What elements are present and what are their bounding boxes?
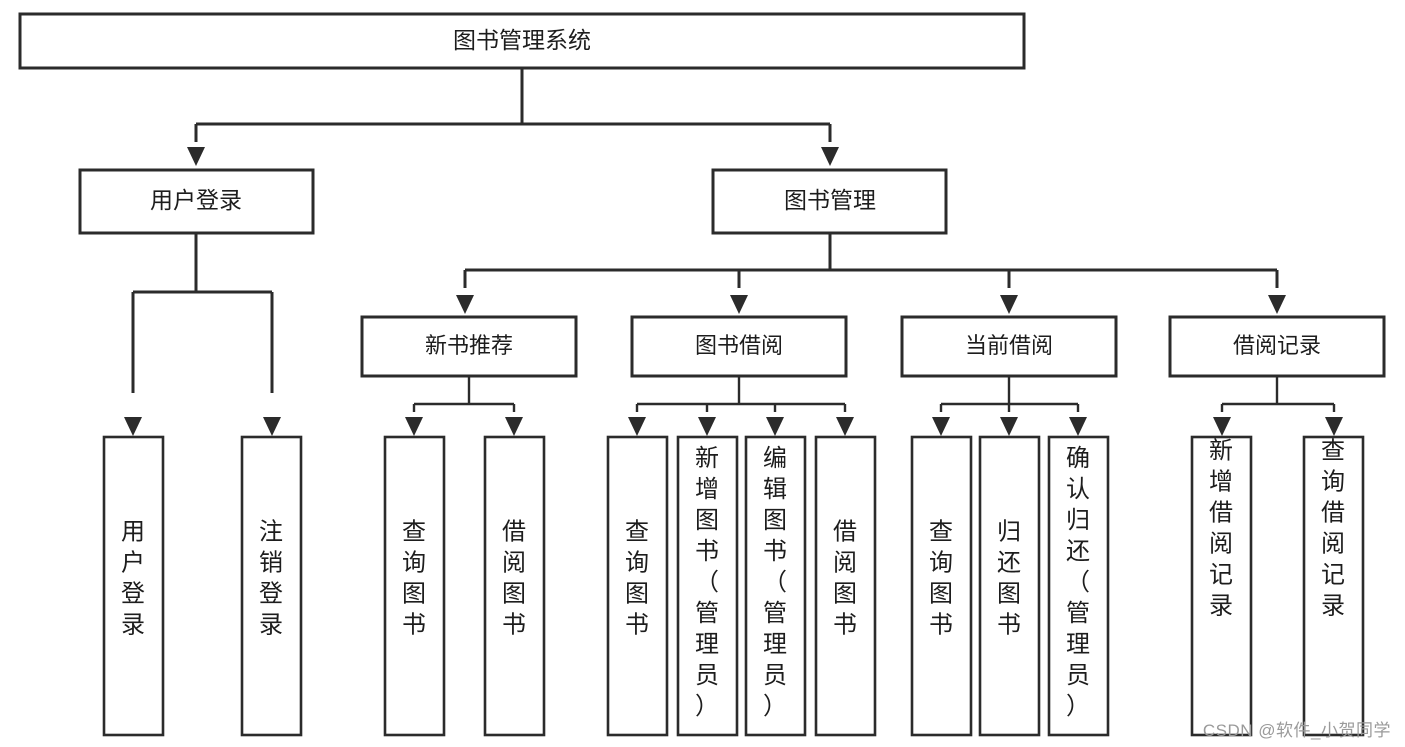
arrowhead-leaf11: [1069, 417, 1087, 436]
node-leaf11-box[interactable]: [1047, 435, 1110, 737]
node-leaf3[interactable]: 查询图书: [383, 435, 446, 737]
node-leaf10[interactable]: 归还图书: [978, 435, 1041, 737]
node-leaf3-box[interactable]: [383, 435, 446, 737]
node-leaf13-label: 查询借阅记录: [1321, 438, 1345, 620]
arrowhead-record: [1268, 295, 1286, 314]
node-leaf1-label: 用户登录: [121, 519, 145, 639]
connector-group-root-to-level2: [187, 68, 839, 166]
node-record-label: 借阅记录: [1233, 333, 1321, 358]
arrowhead-login: [187, 147, 205, 166]
arrowhead-leaf13: [1325, 417, 1343, 436]
arrowhead-current: [1000, 295, 1018, 314]
node-leaf1-box[interactable]: [102, 435, 165, 737]
connector-group-record-to-leaves: [1213, 376, 1343, 436]
node-leaf12-label: 新增借阅记录: [1209, 438, 1233, 620]
node-leaf4-box[interactable]: [483, 435, 546, 737]
node-root[interactable]: 图书管理系统: [18, 12, 1026, 70]
node-leaf8-label: 借阅图书: [833, 519, 857, 639]
node-borrow-box[interactable]: [630, 315, 848, 378]
node-leaf7-label: 编辑图书（管理员）: [763, 445, 787, 720]
node-leaf3-label: 查询图书: [402, 519, 426, 639]
node-newbook-label: 新书推荐: [425, 333, 513, 358]
node-leaf2[interactable]: 注销登录: [240, 435, 303, 737]
node-leaf5-box[interactable]: [606, 435, 669, 737]
node-leaf9-box[interactable]: [910, 435, 973, 737]
node-leaf5[interactable]: 查询图书: [606, 435, 669, 737]
node-newbook-box[interactable]: [360, 315, 578, 378]
connector-group-login-to-leaves: [124, 233, 281, 436]
node-record[interactable]: 借阅记录: [1168, 315, 1386, 378]
node-borrow[interactable]: 图书借阅: [630, 315, 848, 378]
arrowhead-leaf1: [124, 417, 142, 436]
node-login-label: 用户登录: [150, 187, 242, 213]
node-bookmgmt-box[interactable]: [711, 168, 948, 235]
arrowhead-leaf10: [1000, 417, 1018, 436]
node-root-label: 图书管理系统: [453, 27, 591, 53]
arrowhead-bookmgmt: [821, 147, 839, 166]
arrowhead-leaf3: [405, 417, 423, 436]
node-record-box[interactable]: [1168, 315, 1386, 378]
node-leaf12[interactable]: 新增借阅记录: [1190, 435, 1253, 737]
node-leaf4[interactable]: 借阅图书: [483, 435, 546, 737]
arrowhead-leaf6: [698, 417, 716, 436]
arrowhead-leaf7: [766, 417, 784, 436]
node-borrow-label: 图书借阅: [695, 333, 783, 358]
node-login-box[interactable]: [78, 168, 315, 235]
node-leaf6-label: 新增图书（管理员）: [695, 445, 719, 720]
connector-group-bookmgmt-to-level3: [456, 233, 1286, 314]
arrowhead-newbook: [456, 295, 474, 314]
node-leaf1[interactable]: 用户登录: [102, 435, 165, 737]
node-leaf10-box[interactable]: [978, 435, 1041, 737]
node-leaf4-label: 借阅图书: [502, 519, 526, 639]
node-current-box[interactable]: [900, 315, 1118, 378]
node-bookmgmt-label: 图书管理: [784, 187, 876, 213]
arrowhead-leaf12: [1213, 417, 1231, 436]
node-bookmgmt[interactable]: 图书管理: [711, 168, 948, 235]
node-leaf12-box[interactable]: [1190, 435, 1253, 737]
node-leaf7-box[interactable]: [744, 435, 807, 737]
node-login[interactable]: 用户登录: [78, 168, 315, 235]
node-leaf9[interactable]: 查询图书: [910, 435, 973, 737]
node-leaf10-label: 归还图书: [997, 519, 1021, 639]
node-leaf6-box[interactable]: [676, 435, 739, 737]
arrowhead-leaf2: [263, 417, 281, 436]
connector-group-borrow-to-leaves: [628, 376, 854, 436]
connector-group-current-to-leaves: [932, 376, 1087, 436]
node-leaf13[interactable]: 查询借阅记录: [1302, 435, 1365, 737]
arrowhead-borrow: [730, 295, 748, 314]
node-leaf2-box[interactable]: [240, 435, 303, 737]
node-newbook[interactable]: 新书推荐: [360, 315, 578, 378]
arrowhead-leaf9: [932, 417, 950, 436]
node-leaf11-label: 确认归还（管理员）: [1066, 445, 1090, 720]
node-leaf6[interactable]: 新增图书（管理员）: [676, 435, 739, 737]
node-current-label: 当前借阅: [965, 333, 1053, 358]
arrowhead-leaf8: [836, 417, 854, 436]
node-leaf9-label: 查询图书: [929, 519, 953, 639]
arrowhead-leaf4: [505, 417, 523, 436]
node-leaf2-label: 注销登录: [259, 519, 283, 639]
node-leaf13-box[interactable]: [1302, 435, 1365, 737]
node-leaf5-label: 查询图书: [625, 519, 649, 639]
node-leaf7[interactable]: 编辑图书（管理员）: [744, 435, 807, 737]
node-current[interactable]: 当前借阅: [900, 315, 1118, 378]
node-leaf8-box[interactable]: [814, 435, 877, 737]
node-leaf8[interactable]: 借阅图书: [814, 435, 877, 737]
node-root-box[interactable]: [18, 12, 1026, 70]
node-leaf11[interactable]: 确认归还（管理员）: [1047, 435, 1110, 737]
connector-group-newbook-to-leaves: [405, 376, 523, 436]
arrowhead-leaf5: [628, 417, 646, 436]
